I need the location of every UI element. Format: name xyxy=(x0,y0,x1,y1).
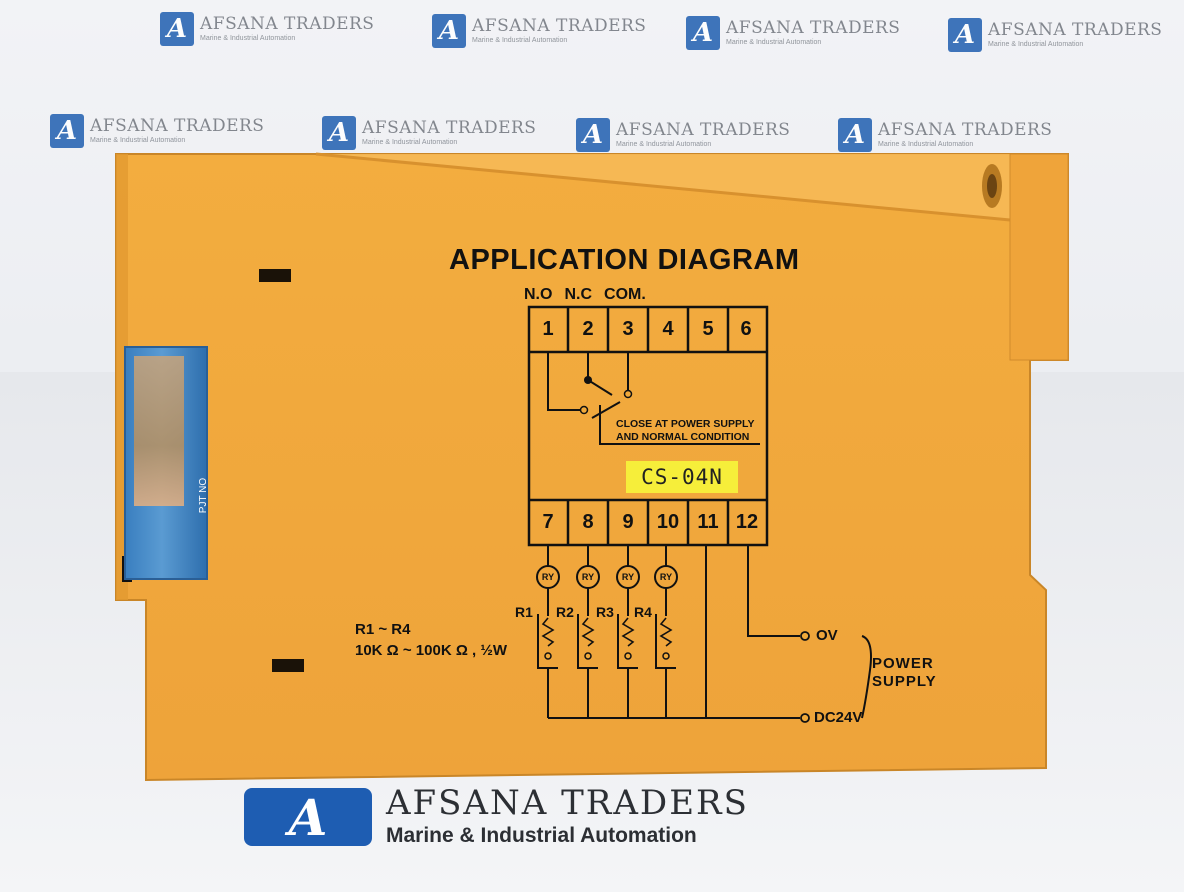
terminal-number: 5 xyxy=(702,318,714,340)
vent-slot xyxy=(272,659,304,672)
resistor-label: R4 xyxy=(634,604,652,620)
brand-name: AFSANA TRADERS xyxy=(386,783,749,823)
brand-mark: A xyxy=(244,788,372,847)
resistor-label: R2 xyxy=(556,604,574,620)
vent-slot xyxy=(259,269,291,282)
terminal-number: 8 xyxy=(582,511,594,533)
terminal-number: 4 xyxy=(662,318,674,340)
terminal-number: 12 xyxy=(735,511,759,533)
terminal-block xyxy=(527,305,769,547)
terminal-number: 10 xyxy=(656,511,680,533)
model-label: CS-04N xyxy=(626,461,738,493)
relay-coil-label: RY xyxy=(621,572,635,582)
no-label: N.O xyxy=(524,286,553,303)
brand-tagline: Marine & Industrial Automation xyxy=(386,824,697,847)
contact-symbol xyxy=(547,352,760,445)
id-sticker xyxy=(124,346,208,580)
terminal-number: 7 xyxy=(542,511,554,533)
terminal-number: 6 xyxy=(740,318,752,340)
resistor-label: R3 xyxy=(596,604,614,620)
com-label: COM. xyxy=(604,286,646,303)
terminal-number: 2 xyxy=(582,318,594,340)
terminal-number: 3 xyxy=(622,318,634,340)
ov-label: OV xyxy=(816,627,838,644)
terminal-number: 9 xyxy=(622,511,634,533)
contact-note: CLOSE AT POWER SUPPLY AND NORMAL CONDITI… xyxy=(616,418,755,443)
dc24v-label: DC24V xyxy=(814,709,863,726)
terminal-number: 1 xyxy=(542,318,554,340)
sticker-label: PJT NO xyxy=(198,477,210,514)
relay-coil-label: RY xyxy=(541,572,555,582)
resistor-label: R1 xyxy=(515,604,533,620)
relay-coil-label: RY xyxy=(659,572,673,582)
power-supply-label: POWER SUPPLY xyxy=(872,655,937,690)
afsana-traders-logo: A AFSANA TRADERS Marine & Industrial Aut… xyxy=(244,786,749,848)
contact-labels: N.O N.C COM. xyxy=(524,286,646,304)
wiring xyxy=(537,545,872,719)
resistor-spec: R1 ~ R4 10K Ω ~ 100K Ω , ½W xyxy=(355,621,508,659)
diagram-title: APPLICATION DIAGRAM xyxy=(449,244,800,276)
relay-coil-label: RY xyxy=(581,572,595,582)
nc-label: N.C xyxy=(564,286,593,303)
terminal-number: 11 xyxy=(697,511,719,533)
